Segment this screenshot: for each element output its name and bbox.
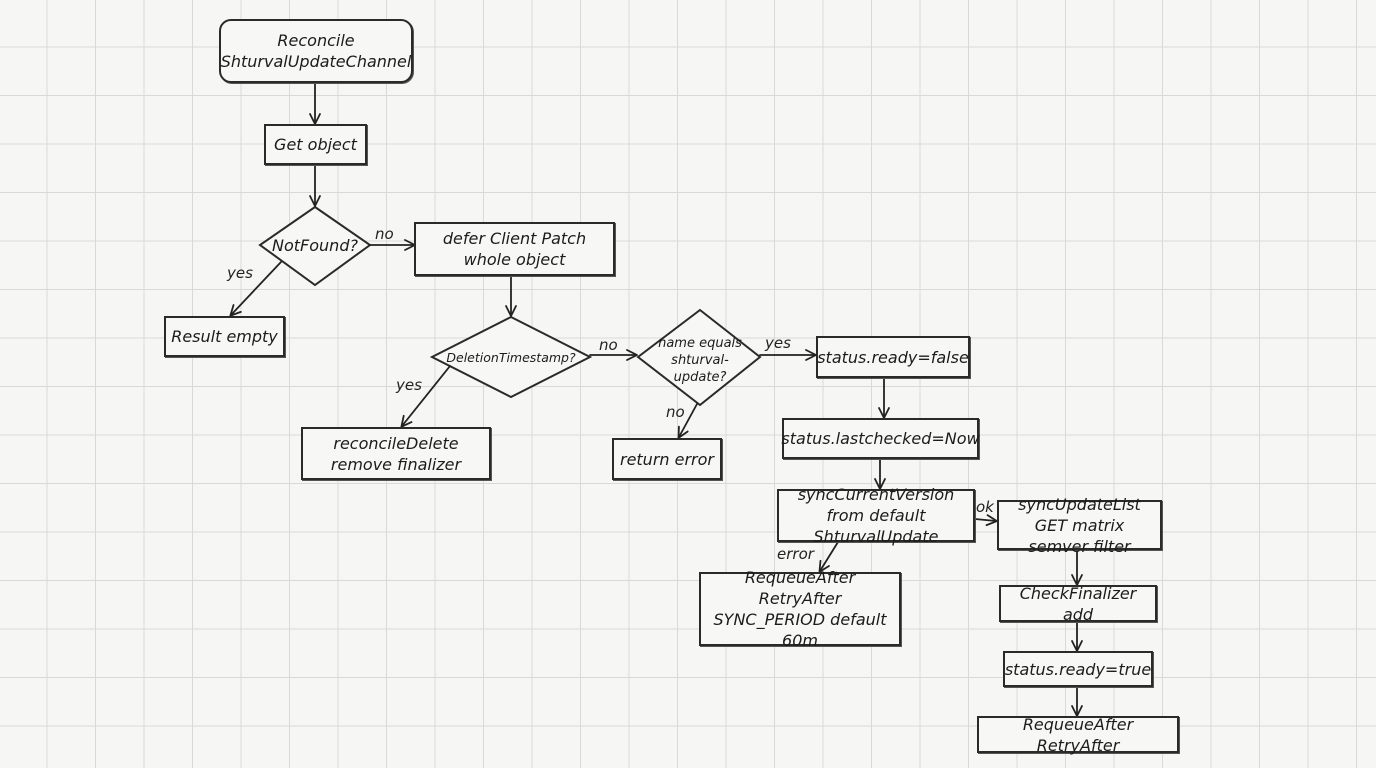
edge-label-sync-error: error: [777, 545, 814, 563]
node-requeue-retry-label: RequeueAfter RetryAfter: [1022, 714, 1134, 755]
node-get-object: Get object: [264, 124, 367, 165]
node-status-ready-true-label: status.ready=true: [1004, 659, 1152, 679]
edge-label-notfound-no: no: [375, 225, 394, 243]
node-requeue-sync-period: RequeueAfter RetryAfter SYNC_PERIOD defa…: [699, 568, 901, 650]
node-status-lastchecked: status.lastchecked=Now: [781, 418, 980, 459]
node-sync-current-version: syncCurrentVersion from default Shturval…: [777, 485, 975, 546]
edge-label-notfound-yes: yes: [227, 264, 253, 282]
node-get-object-label: Get object: [274, 135, 357, 154]
node-check-finalizer-label: CheckFinalizer add: [1019, 583, 1137, 624]
name-equals-diamond: [636, 308, 762, 407]
node-sync-update-list: syncUpdateList GET matrix semver filter: [997, 495, 1162, 556]
node-sync-current-version-label: syncCurrentVersion from default Shturval…: [797, 485, 955, 546]
edge-label-deletion-no: no: [599, 336, 618, 354]
node-return-error: return error: [612, 438, 722, 480]
edge-deletion-yes: [400, 365, 451, 428]
deletion-timestamp-diamond: [429, 315, 593, 399]
edge-label-name-yes: yes: [765, 334, 791, 352]
node-requeue-sync-period-label: RequeueAfter RetryAfter SYNC_PERIOD defa…: [713, 568, 887, 650]
diamond-notfound-label: NotFound?: [272, 235, 358, 255]
edge-label-deletion-yes: yes: [396, 376, 422, 394]
edge-name-no: [677, 403, 698, 439]
node-result-empty: Result empty: [164, 316, 285, 357]
node-status-ready-false: status.ready=false: [816, 336, 970, 378]
node-defer-patch: defer Client Patch whole object: [414, 222, 615, 276]
node-start: Reconcile ShturvalUpdateChannel: [219, 19, 413, 83]
node-result-empty-label: Result empty: [171, 327, 278, 346]
node-reconcile-delete-label: reconcileDelete remove finalizer: [330, 433, 462, 474]
node-defer-patch-label: defer Client Patch whole object: [442, 229, 587, 269]
node-sync-update-list-label: syncUpdateList GET matrix semver filter: [1018, 494, 1141, 556]
notfound-diamond: [258, 205, 372, 287]
node-status-ready-false-label: status.ready=false: [817, 347, 969, 367]
node-reconcile-delete: reconcileDelete remove finalizer: [301, 427, 491, 480]
node-status-ready-true: status.ready=true: [1003, 651, 1153, 687]
diamond-name-equals-label: name equals shturval-update?: [658, 335, 742, 385]
node-return-error-label: return error: [619, 449, 714, 469]
node-check-finalizer: CheckFinalizer add: [999, 583, 1157, 624]
edge-label-sync-ok: ok: [976, 498, 994, 516]
node-requeue-retry: RequeueAfter RetryAfter: [977, 714, 1179, 755]
edge-label-name-no: no: [666, 403, 685, 421]
node-status-lastchecked-label: status.lastchecked=Now: [781, 429, 980, 448]
edge-notfound-yes: [229, 261, 282, 317]
edge-sync-error: [818, 541, 839, 573]
edge-sync-ok: [974, 514, 998, 527]
node-start-label: Reconcile ShturvalUpdateChannel: [220, 31, 412, 71]
diamond-deletion-timestamp-label: DeletionTimestamp?: [446, 349, 576, 365]
